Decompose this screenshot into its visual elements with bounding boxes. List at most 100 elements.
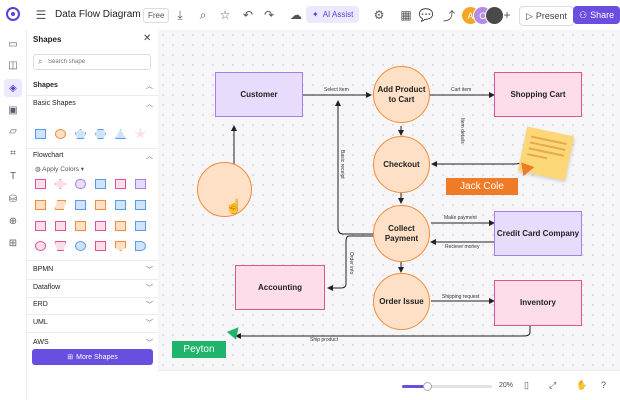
connector-icon[interactable]: ⤴	[442, 8, 455, 23]
chevron-down-icon[interactable]: ﹀	[146, 340, 153, 347]
section-basic-shapes[interactable]: Basic Shapes	[33, 100, 76, 107]
plugin-icon[interactable]: ⊞	[8, 237, 18, 249]
chevron-up-icon[interactable]: ︿	[146, 101, 153, 108]
shape-star[interactable]	[135, 129, 146, 139]
chevron-down-icon[interactable]: ﹀	[146, 267, 153, 274]
node-checkout[interactable]: Checkout	[373, 136, 430, 193]
menu-icon[interactable]: ☰	[35, 8, 47, 22]
redo-icon[interactable]: ↷	[263, 8, 275, 22]
pages-icon[interactable]: ▭	[8, 38, 18, 50]
shape-connector[interactable]	[75, 241, 86, 251]
hand-tool-icon[interactable]: ✋	[576, 380, 588, 390]
node-add-to-cart[interactable]: Add Product to Cart	[373, 66, 430, 123]
integrations-icon[interactable]: ⊕	[8, 215, 18, 227]
left-rail: ▭ ◫ ◈ ▣ ▱ ⌗ T ⛁ ⊕ ⊞	[0, 30, 27, 400]
section-erd[interactable]: ERD	[33, 301, 48, 308]
zoom-thumb[interactable]	[423, 382, 433, 391]
chevron-down-icon[interactable]: ﹀	[146, 302, 153, 309]
close-icon[interactable]: ✕	[143, 33, 152, 44]
shape-summing-junction[interactable]	[35, 241, 46, 251]
shape-internal-storage[interactable]	[135, 200, 146, 210]
diagram-canvas[interactable]: Customer Add Product to Cart Shopping Ca…	[158, 30, 620, 370]
section-flowchart[interactable]: Flowchart	[33, 152, 64, 159]
chevron-up-icon[interactable]: ︿	[146, 83, 153, 90]
shape-hexagon[interactable]	[95, 129, 106, 139]
node-customer[interactable]: Customer	[215, 72, 303, 117]
search-input[interactable]	[48, 57, 146, 67]
grid-icon[interactable]: ▦	[400, 8, 412, 22]
more-shapes-button[interactable]: ⊞ More Shapes	[32, 349, 153, 365]
sticky-note-icon[interactable]: ▱	[9, 125, 17, 137]
comment-icon[interactable]: 💬	[418, 8, 434, 22]
section-dataflow[interactable]: Dataflow	[33, 284, 61, 291]
shape-loop-limit[interactable]	[95, 200, 106, 210]
apply-colors-toggle[interactable]: ◍ Apply Colors ▾	[35, 166, 85, 173]
shape-direct-data[interactable]	[135, 221, 146, 231]
shape-circle[interactable]	[55, 129, 66, 139]
hand-cursor-icon: ☝	[225, 198, 243, 214]
search-box[interactable]: ⌕	[33, 54, 151, 70]
avatar[interactable]	[485, 6, 504, 25]
cloud-sync-icon[interactable]: ☁	[290, 8, 302, 22]
shape-multi-document[interactable]	[135, 179, 146, 189]
shape-offpage[interactable]	[115, 241, 126, 251]
node-accounting[interactable]: Accounting	[235, 265, 325, 310]
shape-collate[interactable]	[95, 241, 106, 251]
shape-manual-op[interactable]	[55, 241, 66, 251]
new-circle-shape[interactable]	[197, 162, 252, 217]
shape-square[interactable]	[35, 129, 46, 139]
frame-icon[interactable]: ⌗	[10, 147, 16, 159]
shape-manual-operation[interactable]	[95, 221, 106, 231]
search-icon[interactable]: ⌕	[199, 7, 207, 22]
chevron-up-icon[interactable]: ︿	[146, 153, 153, 160]
shape-card[interactable]	[35, 200, 46, 210]
download-icon[interactable]: ⤓	[177, 7, 183, 22]
map-icon[interactable]: ▯	[524, 380, 529, 390]
zoom-level[interactable]: 20%	[499, 382, 514, 389]
shape-database[interactable]	[115, 221, 126, 231]
shape-manual-input[interactable]	[75, 200, 86, 210]
image-icon[interactable]: ▣	[8, 104, 18, 116]
layers-icon[interactable]: ◫	[8, 59, 18, 71]
help-icon[interactable]: ?	[601, 380, 607, 390]
chevron-down-icon[interactable]: ﹀	[146, 320, 153, 327]
shape-terminator[interactable]	[75, 179, 86, 189]
node-credit-card-company[interactable]: Credit Card Company	[494, 211, 582, 256]
ai-assist-button[interactable]: ✦ AI Assist	[306, 6, 360, 23]
apps-icon[interactable]: ⚙	[373, 8, 385, 22]
shape-decision[interactable]	[55, 179, 66, 189]
present-button[interactable]: ▷ Present	[519, 6, 574, 26]
shape-storage[interactable]	[115, 200, 126, 210]
node-order-issue[interactable]: Order Issue	[373, 273, 430, 330]
node-inventory[interactable]: Inventory	[494, 280, 582, 326]
sparkle-icon: ✦	[312, 10, 319, 19]
shape-process[interactable]	[35, 179, 46, 189]
shape-preparation[interactable]	[75, 221, 86, 231]
shapes-icon[interactable]: ◈	[4, 79, 22, 97]
undo-icon[interactable]: ↶	[242, 8, 254, 22]
text-icon[interactable]: T	[9, 170, 17, 182]
data-icon[interactable]: ⛁	[8, 193, 18, 205]
add-collaborator-icon[interactable]: +	[503, 8, 511, 22]
star-icon[interactable]: ☆	[219, 8, 231, 22]
document-title[interactable]: Data Flow Diagram	[55, 9, 141, 20]
shape-data[interactable]	[55, 200, 66, 210]
shape-predefined[interactable]	[95, 179, 106, 189]
section-uml[interactable]: UML	[33, 319, 48, 326]
node-shopping-cart[interactable]: Shopping Cart	[494, 72, 582, 117]
shape-document[interactable]	[115, 179, 126, 189]
chevron-down-icon[interactable]: ﹀	[146, 285, 153, 292]
shape-delay[interactable]	[55, 221, 66, 231]
node-collect-payment[interactable]: Collect Payment	[373, 205, 430, 262]
shape-display[interactable]	[35, 221, 46, 231]
shape-triangle[interactable]	[115, 129, 126, 139]
zoom-slider[interactable]	[402, 382, 492, 391]
share-button[interactable]: ⚇ Share	[573, 6, 620, 24]
section-aws[interactable]: AWS	[33, 339, 49, 346]
fit-screen-icon[interactable]: ⤢	[549, 380, 557, 390]
shape-delay-2[interactable]	[135, 241, 146, 251]
section-shapes[interactable]: Shapes	[33, 82, 58, 89]
section-bpmn[interactable]: BPMN	[33, 266, 54, 273]
shape-pentagon[interactable]	[75, 129, 86, 139]
app-logo-icon[interactable]	[6, 7, 20, 21]
